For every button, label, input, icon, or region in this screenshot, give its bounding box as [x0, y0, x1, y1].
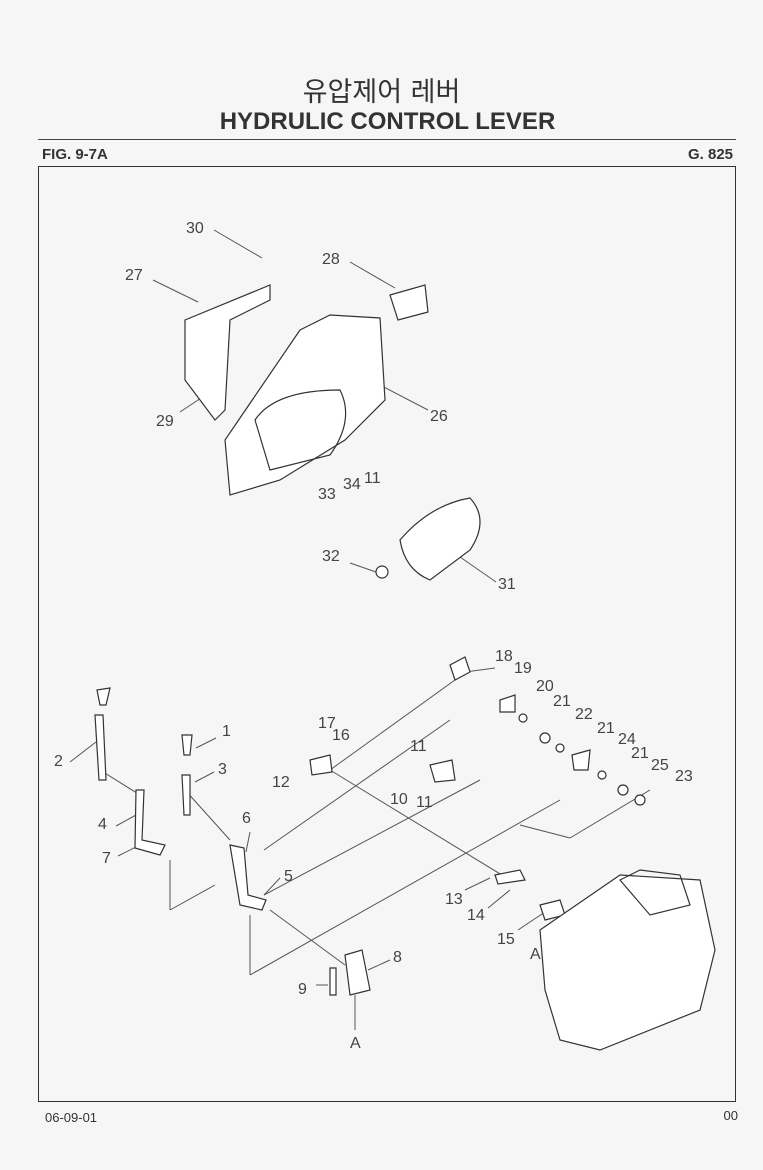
- callout: A: [530, 946, 541, 963]
- callout: 6: [242, 810, 251, 827]
- guide-plate-31: [399, 497, 481, 581]
- rod-13: [494, 869, 526, 885]
- footer-page: 00: [723, 1108, 738, 1123]
- callout: 15: [497, 931, 515, 948]
- cover-plate-27: [184, 284, 271, 421]
- callout: 11: [364, 470, 381, 487]
- callout: 21: [597, 720, 615, 737]
- callout: 25: [651, 757, 669, 774]
- callout: 2: [54, 753, 63, 770]
- bracket-8: [344, 949, 371, 996]
- callout: 24: [618, 731, 636, 748]
- callout: 11: [410, 738, 427, 755]
- header-divider: [38, 139, 736, 140]
- lever-5: [229, 844, 267, 911]
- bolt-9: [329, 967, 337, 996]
- lever-3: [181, 774, 191, 816]
- figure-number: FIG. 9-7A: [42, 146, 108, 163]
- callout: 13: [445, 891, 463, 908]
- callout: 9: [298, 981, 307, 998]
- callout: 14: [467, 907, 485, 924]
- callout: 5: [284, 868, 293, 885]
- knob-1: [181, 734, 193, 756]
- callout: 18: [495, 648, 513, 665]
- housing-26: [224, 314, 386, 496]
- title-english: HYDRULIC CONTROL LEVER: [219, 108, 556, 135]
- callout: 30: [186, 220, 204, 237]
- spring-18: [449, 656, 471, 681]
- knob-2: [96, 687, 111, 706]
- callout: 22: [575, 706, 593, 723]
- callout: 11: [416, 794, 433, 811]
- part-shapes: [94, 284, 716, 1051]
- callout: 1: [222, 723, 231, 740]
- callout: 23: [675, 768, 693, 785]
- callout: 28: [322, 251, 340, 268]
- callout: 21: [631, 745, 649, 762]
- callout: 26: [430, 408, 448, 425]
- diagram-frame: [38, 166, 736, 1102]
- callout: 4: [98, 816, 107, 833]
- callout: 12: [272, 774, 290, 791]
- callout: 31: [498, 576, 516, 593]
- callout: 27: [125, 267, 143, 284]
- callout: 8: [393, 949, 402, 966]
- knob-cap-28: [389, 284, 429, 321]
- callout: 17: [318, 715, 336, 732]
- lever-2: [94, 714, 107, 781]
- callout: A: [350, 1035, 361, 1052]
- callout: 7: [102, 850, 111, 867]
- callout: 20: [536, 678, 554, 695]
- callout-labels: 30 27 28 29 26 34 11 33 32 31 18 19 20 2…: [54, 220, 693, 1052]
- knob-32: [375, 565, 389, 579]
- title-korean: 유압제어 레버: [302, 77, 461, 108]
- callout: 32: [322, 548, 340, 565]
- group-number: G. 825: [687, 146, 733, 163]
- callout: 29: [156, 413, 174, 430]
- callout: 34: [343, 476, 361, 493]
- lever-4: [134, 789, 166, 856]
- callout: 16: [332, 727, 350, 744]
- callout: 19: [514, 660, 532, 677]
- callout: 10: [390, 791, 408, 808]
- callout: 3: [218, 761, 227, 778]
- footer-date: 06-09-01: [45, 1110, 98, 1125]
- control-valve: [539, 874, 716, 1051]
- callout: 33: [318, 486, 336, 503]
- callout: 21: [553, 693, 571, 710]
